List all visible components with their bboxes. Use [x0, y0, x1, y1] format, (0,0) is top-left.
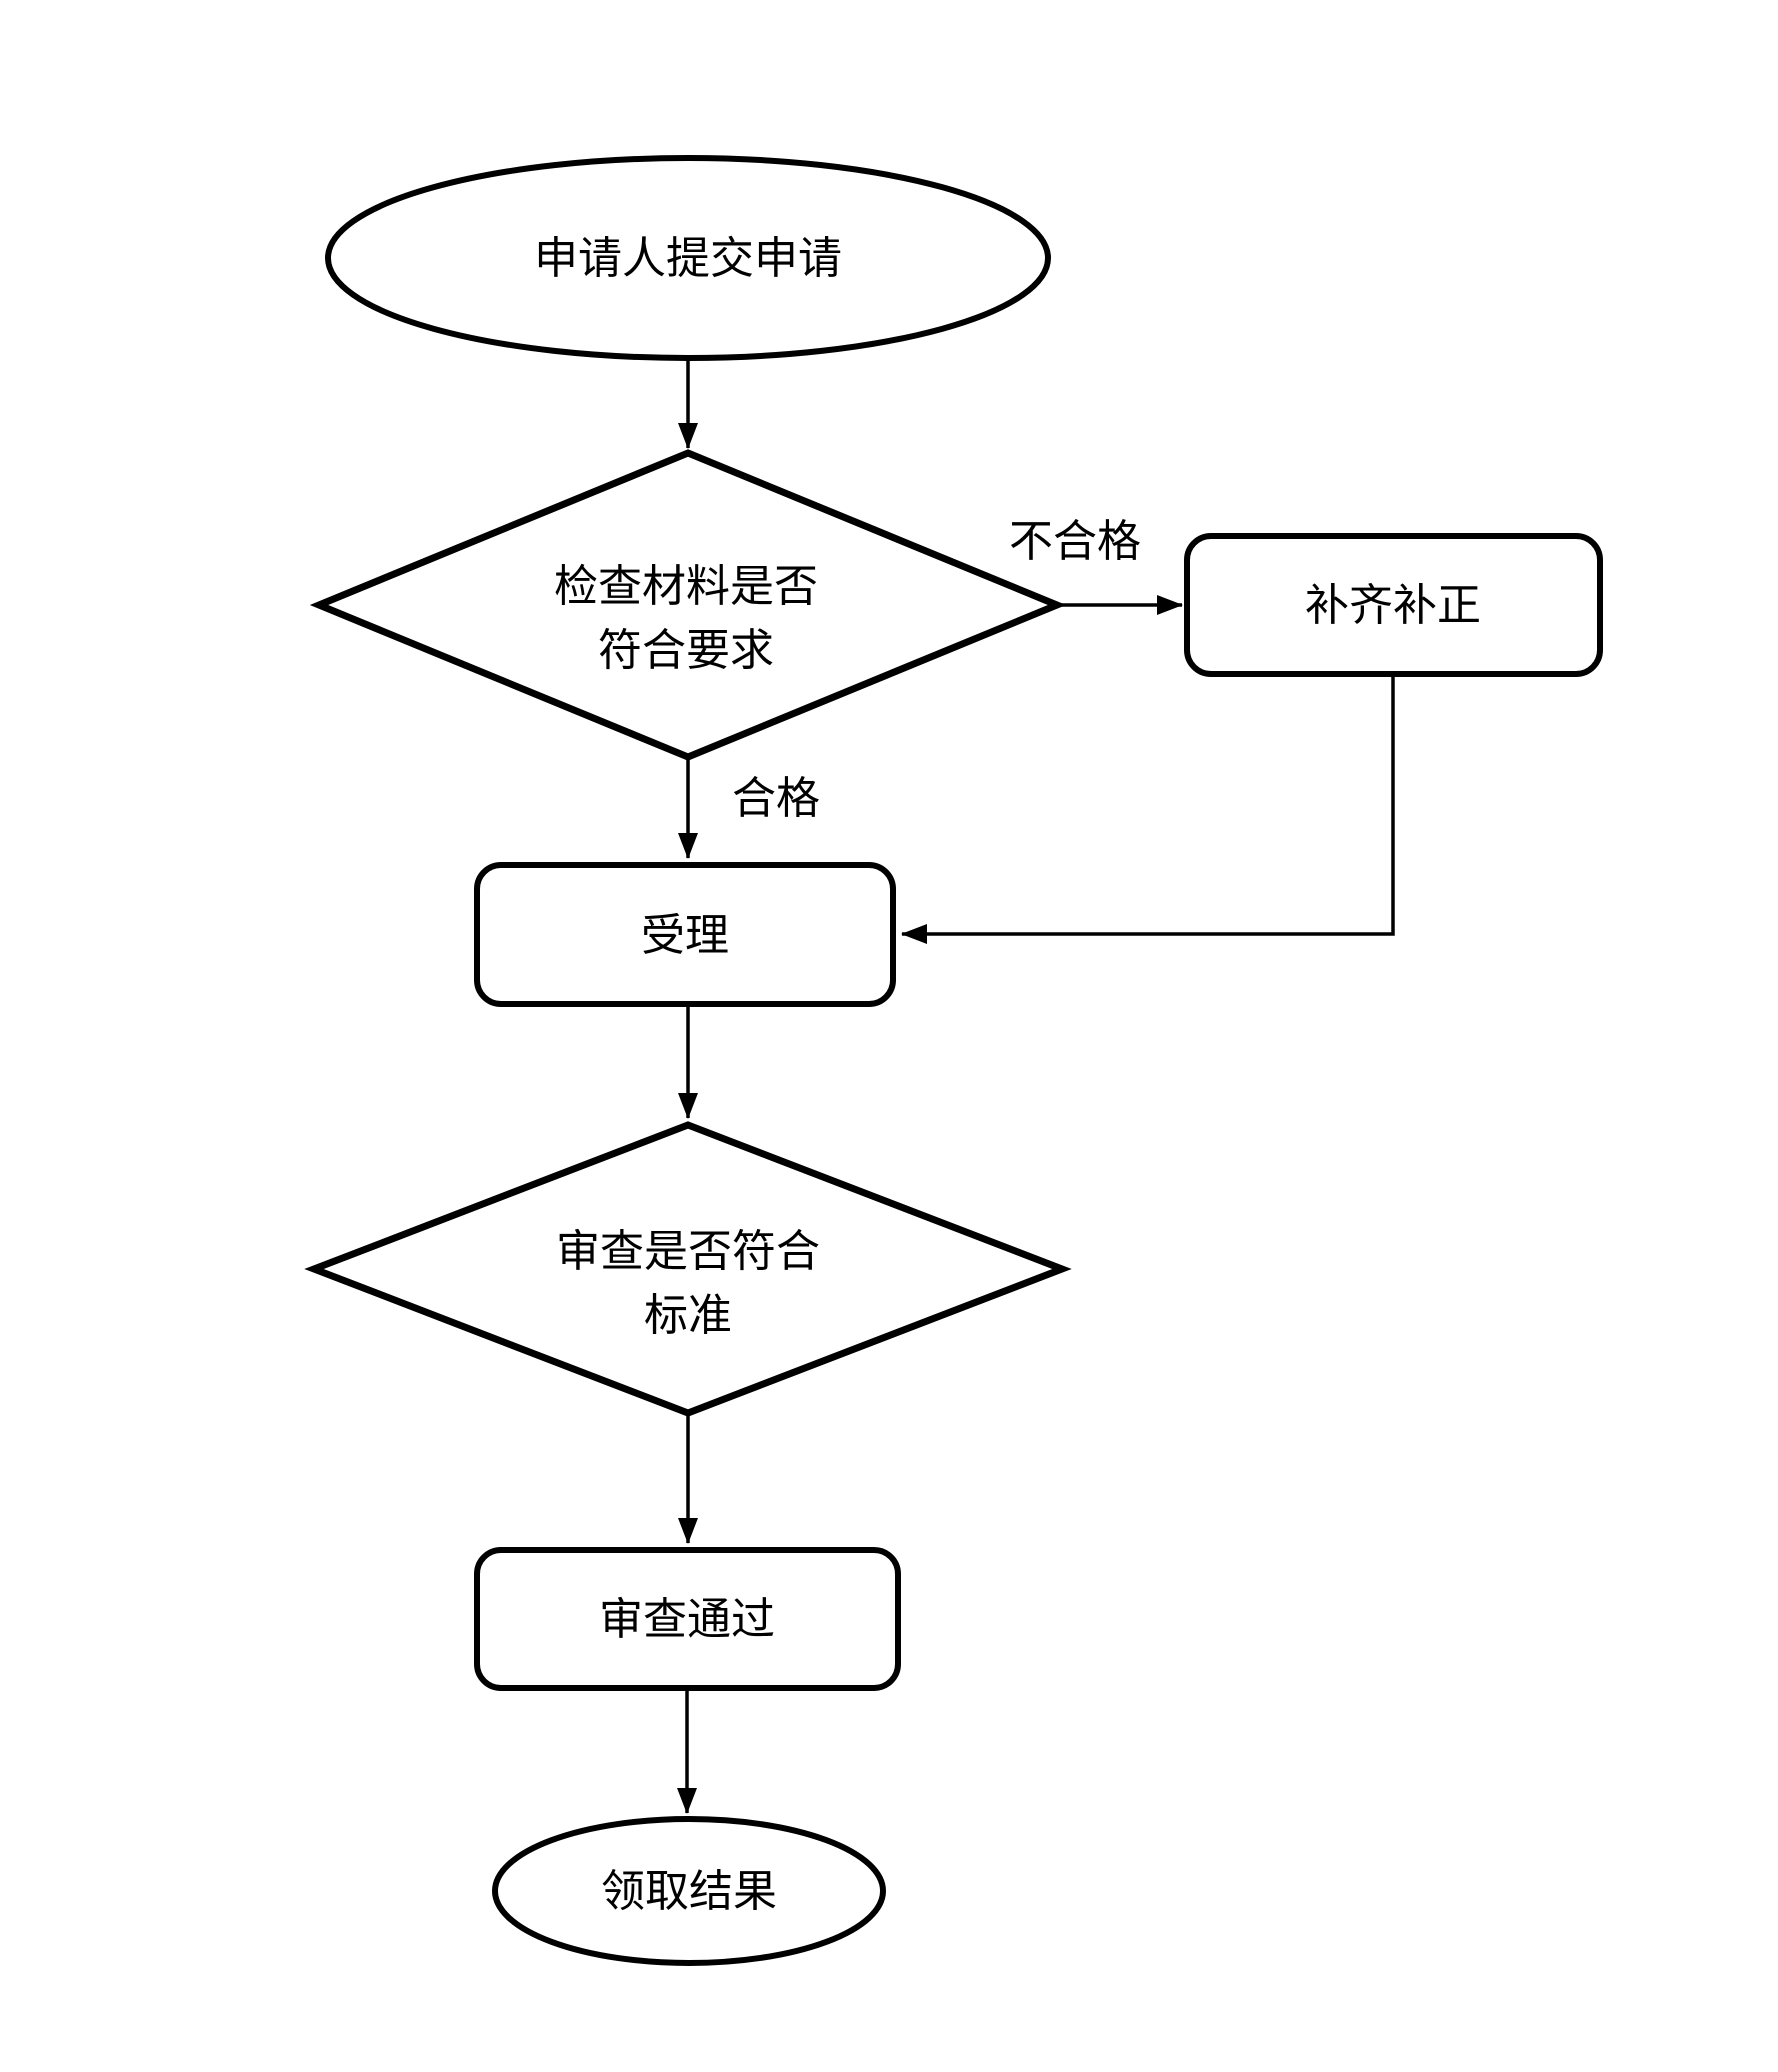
approved-node: 审查通过: [474, 1547, 901, 1691]
check-materials-label-line1: 检查材料是否: [554, 562, 818, 611]
supplement-label: 补齐补正: [1305, 581, 1481, 630]
review-node: 审查是否符合 标准: [304, 1121, 1072, 1417]
check-materials-label-line2: 符合要求: [598, 626, 774, 675]
approved-rect: [474, 1547, 901, 1691]
start-label: 申请人提交申请: [534, 234, 842, 283]
supplement-node: 补齐补正: [1184, 533, 1603, 677]
review-label-line2: 标准: [644, 1291, 732, 1340]
review-label-line1: 审查是否符合: [556, 1227, 820, 1276]
check-materials-node: 检查材料是否 符合要求: [309, 449, 1067, 761]
end-node: 领取结果: [492, 1816, 886, 1966]
supplement-rect: [1184, 533, 1603, 677]
accept-label: 受理: [641, 911, 729, 960]
fail-edge-label: 不合格: [1009, 517, 1141, 566]
start-ellipse: [325, 155, 1051, 361]
accept-rect: [474, 862, 896, 1007]
start-node: 申请人提交申请: [325, 155, 1051, 361]
end-ellipse: [492, 1816, 886, 1966]
pass-edge-label: 合格: [732, 774, 820, 823]
check-materials-diamond: [309, 449, 1067, 761]
edge-supplement-to-accept: [901, 674, 1395, 944]
approved-label: 审查通过: [599, 1595, 775, 1644]
review-diamond: [304, 1121, 1072, 1417]
end-label: 领取结果: [601, 1867, 777, 1916]
accept-node: 受理: [474, 862, 896, 1007]
